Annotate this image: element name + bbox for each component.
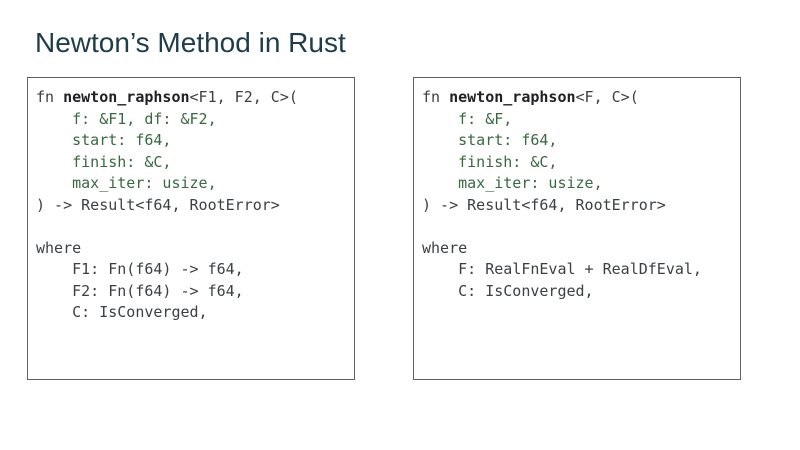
code-segment: F: RealFnEval + RealDfEval, [422,260,702,278]
code-line: ) -> Result<f64, RootError> [422,195,734,217]
code-block-trait-bounds: fn newton_raphson<F, C>( f: &F, start: f… [413,77,741,380]
code-segment: fn [422,88,450,106]
code-segment: where [36,238,82,257]
code-segment: <F1, F2, C>( [189,88,298,106]
code-line: ) -> Result<f64, RootError> [36,195,348,217]
code-line [422,216,734,238]
code-line: finish: &C, [36,152,348,174]
code-line: F: RealFnEval + RealDfEval, [422,259,734,281]
code-line: C: IsConverged, [36,302,348,324]
code-segment: f: &F1, df: &F2, [36,109,217,128]
code-line: f: &F1, df: &F2, [36,109,348,131]
code-segment: ) -> Result<f64, RootError> [36,195,280,214]
code-line: F2: Fn(f64) -> f64, [36,281,348,303]
code-segment: ) -> Result<f64, RootError> [422,195,666,214]
code-segment: max_iter: usize, [36,174,217,192]
code-segment: fn [36,88,64,106]
code-panels: fn newton_raphson<F1, F2, C>( f: &F1, df… [27,77,741,380]
code-line: start: f64, [422,130,734,152]
code-line: where [36,238,348,260]
code-segment: finish: &C, [422,152,558,171]
slide-title: Newton’s Method in Rust [35,27,346,58]
code-line: fn newton_raphson<F1, F2, C>( [36,87,348,109]
code-block-closure-generics: fn newton_raphson<F1, F2, C>( f: &F1, df… [27,77,355,380]
code-segment: where [422,238,468,257]
code-segment: f: &F, [422,109,513,128]
code-line: C: IsConverged, [422,281,734,303]
code-segment: <F, C>( [575,88,639,106]
code-segment: start: f64, [422,131,558,149]
code-segment: newton_raphson [449,88,576,106]
code-line: max_iter: usize, [422,173,734,195]
code-line: start: f64, [36,130,348,152]
code-segment: start: f64, [36,131,172,149]
code-line [36,216,348,238]
code-line: where [422,238,734,260]
code-line: finish: &C, [422,152,734,174]
code-line: F1: Fn(f64) -> f64, [36,259,348,281]
code-segment: C: IsConverged, [36,303,208,321]
code-segment: newton_raphson [63,88,190,106]
code-line: fn newton_raphson<F, C>( [422,87,734,109]
code-segment: finish: &C, [36,152,172,171]
code-line: f: &F, [422,109,734,131]
code-segment: C: IsConverged, [422,281,594,300]
code-line: max_iter: usize, [36,173,348,195]
code-segment: F1: Fn(f64) -> f64, [36,260,244,278]
code-segment: max_iter: usize, [422,174,603,192]
code-segment: F2: Fn(f64) -> f64, [36,281,244,300]
